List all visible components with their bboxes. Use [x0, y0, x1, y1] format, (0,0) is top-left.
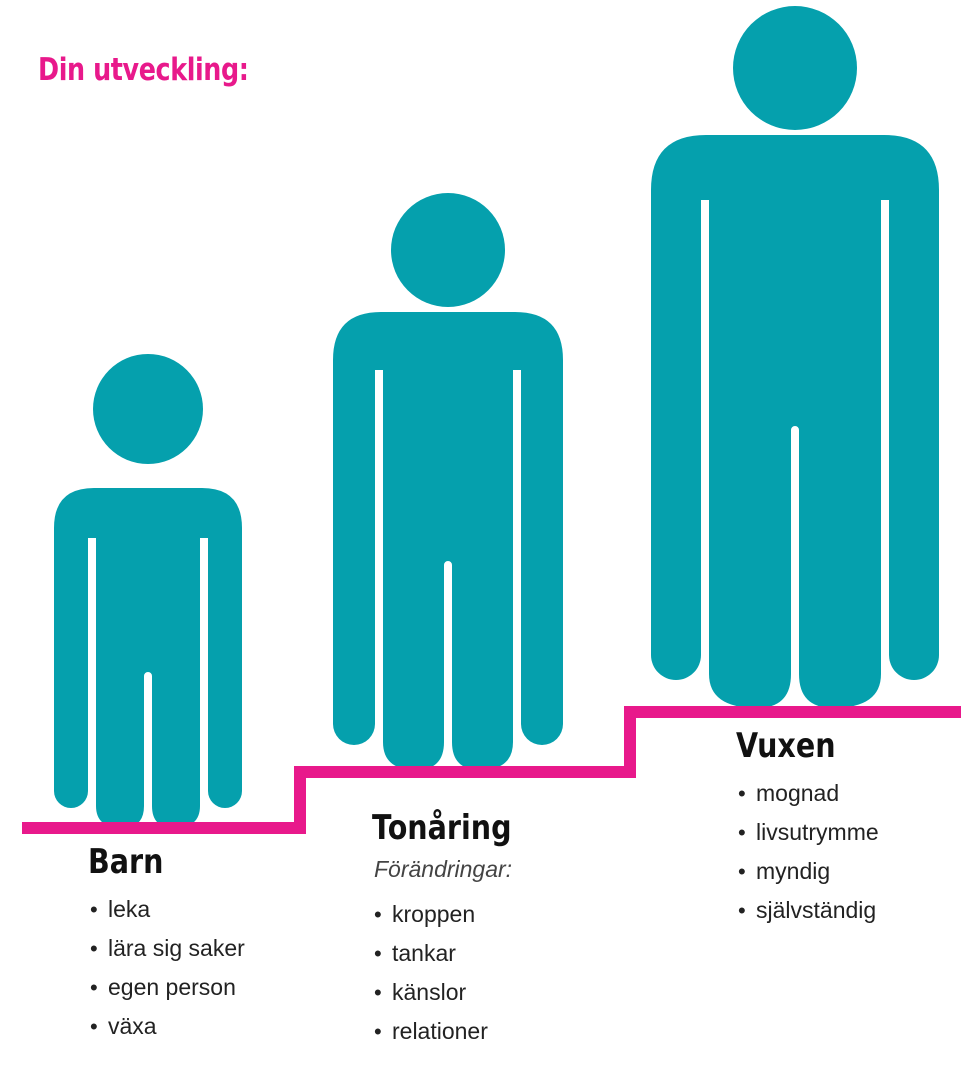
list-item: •leka — [88, 890, 245, 929]
bullet-icon: • — [374, 980, 382, 1005]
figure-body — [333, 312, 563, 770]
bullet-icon: • — [90, 936, 98, 961]
list-item: •lära sig saker — [88, 929, 245, 968]
figure-head — [93, 354, 203, 464]
bullet-icon: • — [738, 898, 746, 923]
stage-list-vuxen: •mognad •livsutrymme •myndig •självständ… — [736, 774, 879, 930]
stage-list-barn: •leka •lära sig saker •egen person •växa — [88, 890, 245, 1046]
figure-head — [733, 6, 857, 130]
list-item: •mognad — [736, 774, 879, 813]
figure-head — [391, 193, 505, 307]
bullet-icon: • — [738, 859, 746, 884]
figures-group — [54, 6, 939, 828]
stage-barn: Barn •leka •lära sig saker •egen person … — [88, 842, 245, 1046]
bullet-icon: • — [738, 820, 746, 845]
figure-child — [54, 354, 242, 828]
list-item: •känslor — [372, 973, 538, 1012]
list-item: •egen person — [88, 968, 245, 1007]
list-item: •myndig — [736, 852, 879, 891]
list-item: •växa — [88, 1007, 245, 1046]
list-item: •kroppen — [372, 895, 538, 934]
list-item: •självständig — [736, 891, 879, 930]
bullet-icon: • — [374, 1019, 382, 1044]
stage-tonaring: Tonåring Förändringar: •kroppen •tankar … — [372, 808, 538, 1051]
staircase-line — [22, 706, 961, 834]
list-item: •livsutrymme — [736, 813, 879, 852]
bullet-icon: • — [374, 902, 382, 927]
stage-list-tonaring: •kroppen •tankar •känslor •relationer — [372, 895, 538, 1051]
stage-heading-barn: Barn — [88, 842, 164, 882]
list-item: •relationer — [372, 1012, 538, 1051]
figure-body — [651, 135, 939, 708]
bullet-icon: • — [90, 975, 98, 1000]
list-item: •tankar — [372, 934, 538, 973]
bullet-icon: • — [738, 781, 746, 806]
stage-heading-tonaring: Tonåring — [372, 808, 512, 848]
page-title: Din utveckling: — [38, 52, 249, 88]
bullet-icon: • — [90, 1014, 98, 1039]
figure-body — [54, 488, 242, 828]
bullet-icon: • — [374, 941, 382, 966]
figure-teen — [333, 193, 563, 770]
figure-adult — [651, 6, 939, 708]
stage-heading-vuxen: Vuxen — [736, 726, 836, 766]
bullet-icon: • — [90, 897, 98, 922]
stage-subtitle-tonaring: Förändringar: — [374, 856, 513, 882]
stage-vuxen: Vuxen •mognad •livsutrymme •myndig •själ… — [736, 726, 879, 930]
